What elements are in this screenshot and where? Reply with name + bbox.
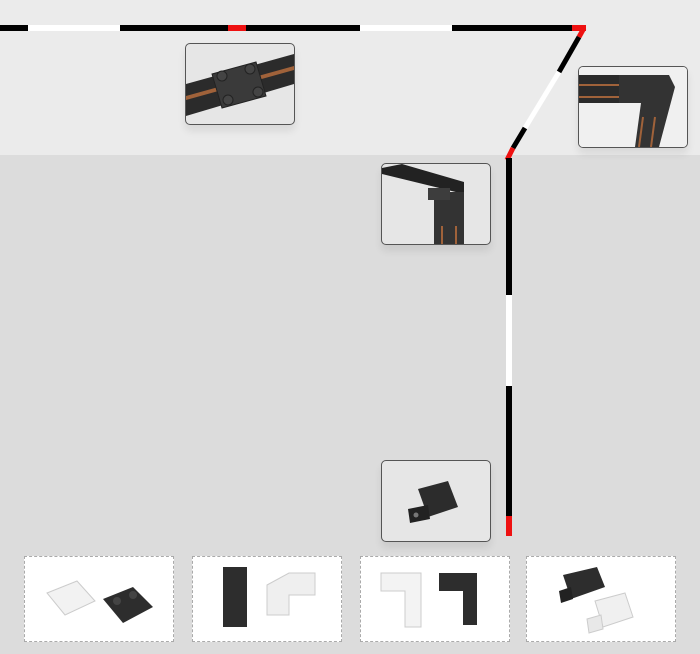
l-connector-pair-icon (380, 572, 477, 628)
l-connector-inset (381, 163, 491, 245)
corner-connector-inset (578, 66, 688, 148)
thumbnail-straight-connectors[interactable] (24, 556, 174, 642)
corner-connector-detail-icon (579, 67, 687, 147)
thumbnail-end-caps[interactable] (526, 556, 676, 642)
straight-connector-detail-icon (186, 54, 294, 116)
end-cap-pair-icon (559, 567, 634, 634)
l-connector-detail-icon (382, 164, 464, 244)
thumbnail-l-connectors[interactable] (360, 556, 510, 642)
end-cap-inset (381, 460, 491, 542)
end-cap-detail-icon (408, 481, 458, 523)
straight-connector-pair-icon (46, 580, 153, 623)
angle-connector-pair-icon (223, 567, 316, 627)
thumbnail-angle-connectors[interactable] (192, 556, 342, 642)
straight-connector-inset (185, 43, 295, 125)
track-diagonal (504, 26, 587, 162)
